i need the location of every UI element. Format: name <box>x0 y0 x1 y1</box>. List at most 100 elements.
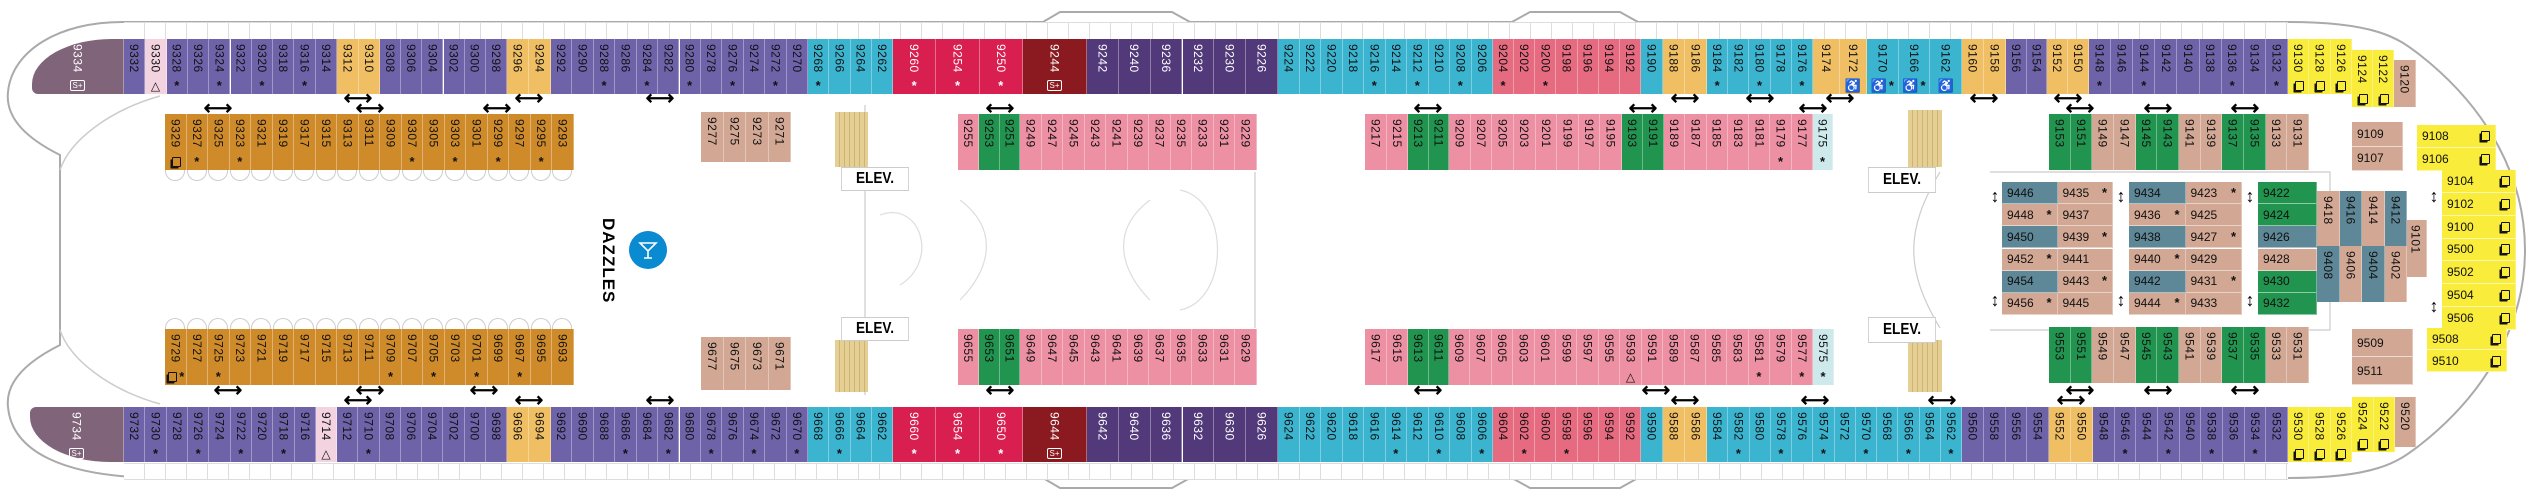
cabin-9249[interactable]: 9249 <box>1020 114 1042 170</box>
cabin-9308[interactable]: 9308 <box>380 39 402 94</box>
cabin-9536[interactable]: 9536 <box>2223 407 2245 462</box>
cabin-9214[interactable]: 9214 <box>1385 39 1407 94</box>
cabin-9548[interactable]: 9548 <box>2093 407 2115 462</box>
cabin-9607[interactable]: 9607 <box>1470 329 1492 385</box>
cabin-9596[interactable]: 9596 <box>1577 407 1599 462</box>
cabin-9247[interactable]: 9247 <box>1041 114 1064 170</box>
cabin-9546[interactable]: 9546* <box>2114 407 2137 462</box>
cabin-9684[interactable]: 9684 <box>636 407 659 462</box>
cabin-9704[interactable]: 9704 <box>422 407 444 462</box>
cabin-9603[interactable]: 9603 <box>1513 329 1535 385</box>
cabin-9239[interactable]: 9239 <box>1127 114 1150 170</box>
cabin-9124[interactable]: 9124 <box>2352 50 2373 107</box>
cabin-9617[interactable]: 9617 <box>1365 329 1387 385</box>
cabin-9602[interactable]: 9602* <box>1514 407 1536 462</box>
cabin-9668[interactable]: 9668 <box>808 407 830 462</box>
cabin-9643[interactable]: 9643 <box>1084 329 1107 385</box>
cabin-9456[interactable]: 9456* <box>2002 292 2058 315</box>
cabin-9725[interactable]: 9725* <box>208 329 230 385</box>
cabin-9133[interactable]: 9133 <box>2265 114 2288 170</box>
cabin-9141[interactable]: 9141 <box>2179 114 2201 170</box>
cabin-9700[interactable]: 9700 <box>464 407 486 462</box>
cabin-9587[interactable]: 9587 <box>1684 329 1706 385</box>
cabin-9310[interactable]: 9310 <box>358 39 380 94</box>
cabin-9194[interactable]: 9194 <box>1598 39 1620 94</box>
cabin-9180[interactable]: 9180* <box>1749 39 1771 94</box>
cabin-9106[interactable]: 9106 <box>2417 148 2496 171</box>
cabin-9101[interactable]: 9101 <box>2405 220 2427 277</box>
cabin-9186[interactable]: 9186 <box>1685 39 1707 94</box>
cabin-9319[interactable]: 9319 <box>272 114 295 170</box>
cabin-9326[interactable]: 9326 <box>187 39 210 94</box>
cabin-9147[interactable]: 9147 <box>2114 114 2136 170</box>
cabin-9268[interactable]: 9268* <box>808 39 830 94</box>
cabin-9251[interactable]: 9251 <box>999 114 1020 170</box>
cabin-9430[interactable]: 9430 <box>2258 270 2317 293</box>
cabin-9575[interactable]: 9575* <box>1813 329 1834 385</box>
cabin-9207[interactable]: 9207 <box>1470 114 1493 170</box>
cabin-9209[interactable]: 9209 <box>1449 114 1471 170</box>
cabin-9126[interactable]: 9126 <box>2330 39 2352 94</box>
cabin-9328[interactable]: 9328* <box>166 39 188 94</box>
cabin-9538[interactable]: 9538* <box>2201 407 2223 462</box>
cabin-9290[interactable]: 9290 <box>572 39 594 94</box>
cabin-9522[interactable]: 9522 <box>2373 397 2395 452</box>
cabin-9206[interactable]: 9206 <box>1471 39 1493 94</box>
cabin-9177[interactable]: 9177 <box>1791 114 1813 170</box>
cabin-9608[interactable]: 9608 <box>1450 407 1472 462</box>
cabin-9594[interactable]: 9594 <box>1598 407 1620 462</box>
cabin-9707[interactable]: 9707 <box>401 329 424 385</box>
cabin-9671[interactable]: 9671 <box>768 337 791 390</box>
cabin-9593[interactable]: 9593△ <box>1620 329 1642 385</box>
cabin-9545[interactable]: 9545 <box>2135 327 2158 383</box>
cabin-9452[interactable]: 9452* <box>2002 248 2058 271</box>
cabin-9295[interactable]: 9295* <box>530 114 553 170</box>
cabin-9615[interactable]: 9615 <box>1386 329 1408 385</box>
cabin-9200[interactable]: 9200* <box>1535 39 1557 94</box>
cabin-9188[interactable]: 9188 <box>1663 39 1685 94</box>
cabin-9660[interactable]: 9660* <box>893 407 937 462</box>
cabin-9680[interactable]: 9680 <box>679 407 701 462</box>
cabin-9104[interactable]: 9104 <box>2442 170 2516 193</box>
cabin-9509[interactable]: 9509 <box>2352 329 2413 357</box>
cabin-9148[interactable]: 9148* <box>2089 39 2112 94</box>
cabin-9547[interactable]: 9547 <box>2114 327 2136 383</box>
cabin-9581[interactable]: 9581* <box>1748 329 1771 385</box>
cabin-9716[interactable]: 9716 <box>294 407 316 462</box>
cabin-9539[interactable]: 9539 <box>2200 327 2223 383</box>
cabin-9688[interactable]: 9688 <box>593 407 616 462</box>
cabin-9640[interactable]: 9640 <box>1118 407 1151 462</box>
cabin-9531[interactable]: 9531 <box>2287 327 2309 383</box>
cabin-9433[interactable]: 9433 <box>2185 292 2242 315</box>
cabin-9204[interactable]: 9204* <box>1493 39 1515 94</box>
cabin-9697[interactable]: 9697* <box>509 329 531 385</box>
cabin-9620[interactable]: 9620 <box>1321 407 1343 462</box>
cabin-9153[interactable]: 9153 <box>2049 114 2071 170</box>
cabin-9666[interactable]: 9666* <box>829 407 851 462</box>
cabin-9504[interactable]: 9504 <box>2442 284 2516 308</box>
cabin-9217[interactable]: 9217 <box>1365 114 1387 170</box>
cabin-9152[interactable]: 9152 <box>2047 39 2068 94</box>
cabin-9541[interactable]: 9541 <box>2179 327 2201 383</box>
cabin-9280[interactable]: 9280* <box>679 39 701 94</box>
cabin-9170[interactable]: 9170♿* <box>1867 39 1899 94</box>
cabin-9181[interactable]: 9181 <box>1749 114 1771 170</box>
cabin-9139[interactable]: 9139 <box>2200 114 2223 170</box>
cabin-9612[interactable]: 9612 <box>1407 407 1429 462</box>
cabin-9322[interactable]: 9322 <box>230 39 252 94</box>
cabin-9544[interactable]: 9544 <box>2136 407 2158 462</box>
cabin-9568[interactable]: 9568 <box>1877 407 1899 462</box>
cabin-9314[interactable]: 9314 <box>315 39 337 94</box>
cabin-9135[interactable]: 9135 <box>2244 114 2266 170</box>
cabin-9677[interactable]: 9677 <box>701 337 724 390</box>
cabin-9502[interactable]: 9502 <box>2442 261 2516 285</box>
cabin-9193[interactable]: 9193 <box>1622 114 1643 170</box>
cabin-9160[interactable]: 9160 <box>1962 39 1984 94</box>
cabin-9324[interactable]: 9324* <box>209 39 231 94</box>
cabin-9426[interactable]: 9426 <box>2258 226 2317 249</box>
cabin-9213[interactable]: 9213 <box>1408 114 1429 170</box>
cabin-9604[interactable]: 9604 <box>1493 407 1515 462</box>
cabin-9143[interactable]: 9143 <box>2157 114 2179 170</box>
cabin-9622[interactable]: 9622 <box>1299 407 1321 462</box>
cabin-9577[interactable]: 9577* <box>1791 329 1813 385</box>
